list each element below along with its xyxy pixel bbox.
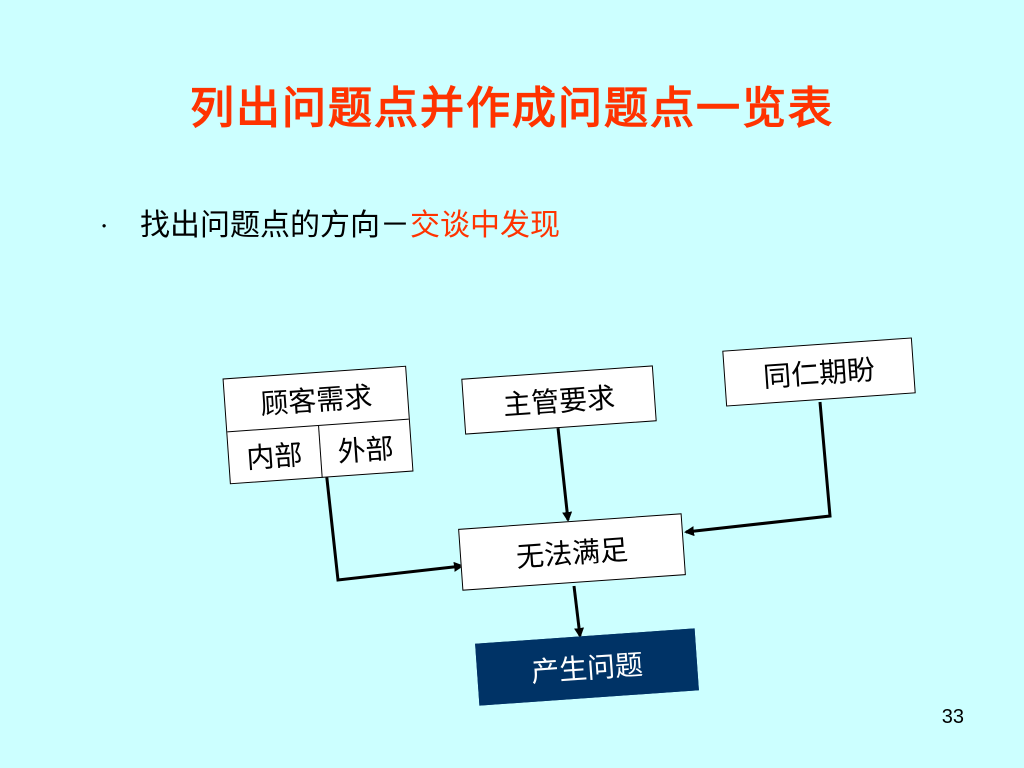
arrow-customer-to-unsatisfied	[324, 469, 464, 582]
arrow-colleague-to-unsatisfied	[684, 401, 832, 537]
arrow-unsatisfied-to-problem	[572, 585, 585, 638]
internal-cell: 内部	[227, 425, 323, 485]
bullet-text: 找出问题点的方向－	[140, 208, 410, 243]
bullet-marker: ·	[100, 212, 109, 242]
arrow-manager-to-unsatisfied	[556, 427, 573, 522]
external-cell: 外部	[336, 431, 395, 469]
bullet-highlight: 交谈中发现	[410, 208, 560, 243]
bullet-item: · 找出问题点的方向－交谈中发现	[100, 200, 560, 244]
customer-need-box: 顾客需求 内部 外部	[222, 365, 414, 485]
page-number: 33	[941, 706, 964, 728]
page-title: 列出问题点并作成问题点一览表	[190, 83, 834, 134]
